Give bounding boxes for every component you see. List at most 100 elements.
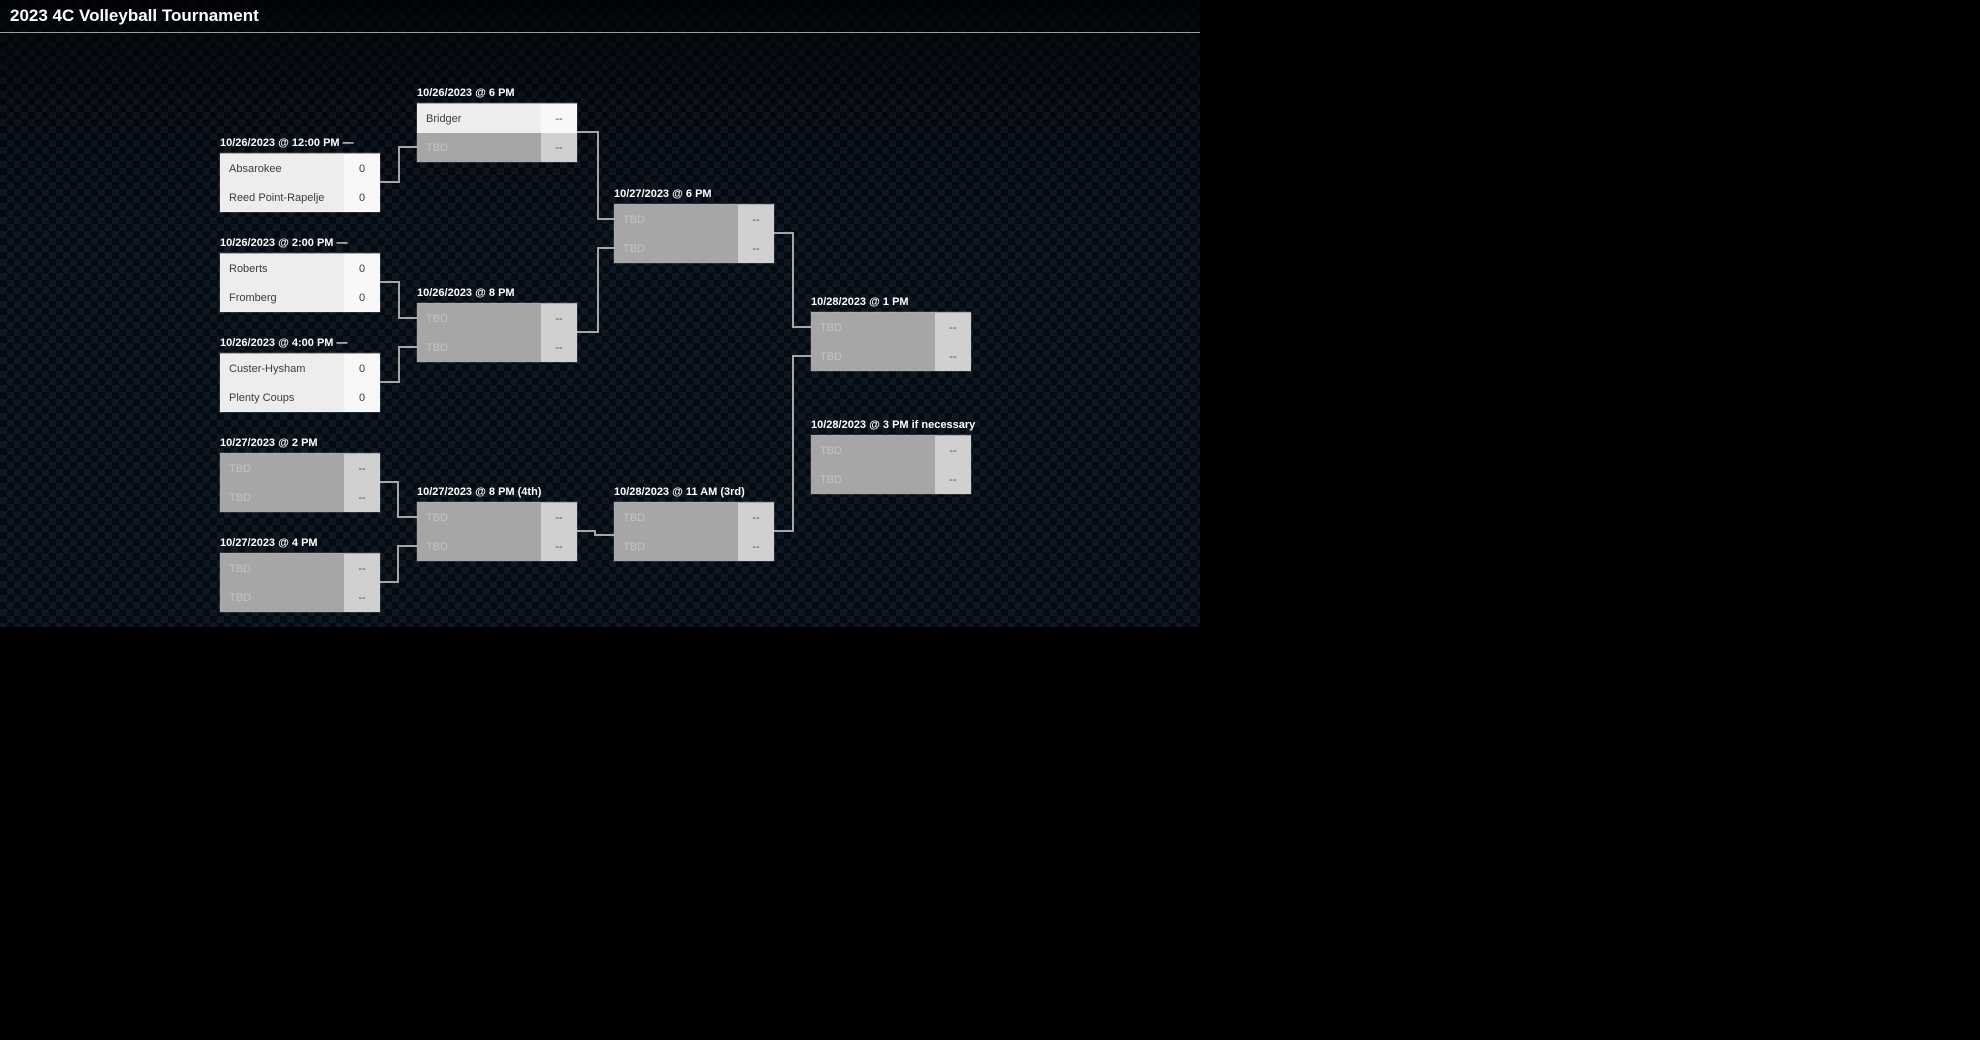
team-row[interactable]: TBD --: [220, 554, 380, 583]
match-label: 10/26/2023 @ 8 PM: [417, 287, 515, 299]
match-4[interactable]: 10/27/2023 @ 2 PM TBD -- TBD --: [220, 437, 380, 512]
match-label: 10/28/2023 @ 11 AM (3rd): [614, 486, 745, 498]
connector-m2-m7: [380, 281, 417, 319]
match-box[interactable]: TBD -- TBD --: [614, 204, 774, 263]
match-12[interactable]: 10/28/2023 @ 3 PM if necessary TBD -- TB…: [811, 419, 975, 494]
team-name: Absarokee: [229, 162, 282, 175]
team-row[interactable]: TBD --: [220, 454, 380, 483]
team-score: 0: [344, 354, 380, 383]
team-name: TBD: [229, 462, 251, 475]
match-9[interactable]: 10/27/2023 @ 6 PM TBD -- TBD --: [614, 188, 774, 263]
match-box[interactable]: Roberts 0 Fromberg 0: [220, 253, 380, 312]
match-box[interactable]: Bridger -- TBD --: [417, 103, 577, 162]
team-score: 0: [344, 154, 380, 183]
match-10[interactable]: 10/28/2023 @ 11 AM (3rd) TBD -- TBD --: [614, 486, 774, 561]
match-box[interactable]: TBD -- TBD --: [614, 502, 774, 561]
match-1[interactable]: 10/26/2023 @ 12:00 PM — Absarokee 0 Reed…: [220, 137, 380, 212]
team-name: TBD: [820, 444, 842, 457]
team-row[interactable]: TBD --: [417, 532, 577, 561]
team-score: --: [738, 532, 774, 561]
team-row[interactable]: TBD --: [614, 205, 774, 234]
match-box[interactable]: TBD -- TBD --: [220, 553, 380, 612]
connector-m1-m6: [380, 146, 417, 183]
match-box[interactable]: Absarokee 0 Reed Point-Rapelje 0: [220, 153, 380, 212]
team-row[interactable]: TBD --: [417, 133, 577, 162]
team-name: TBD: [820, 321, 842, 334]
team-row[interactable]: Roberts 0: [220, 254, 380, 283]
team-score: --: [738, 205, 774, 234]
match-label: 10/27/2023 @ 4 PM: [220, 537, 318, 549]
page-title: 2023 4C Volleyball Tournament: [10, 6, 259, 25]
team-name: Custer-Hysham: [229, 362, 306, 375]
team-row[interactable]: Fromberg 0: [220, 283, 380, 312]
match-label: 10/26/2023 @ 12:00 PM —: [220, 137, 354, 149]
team-row[interactable]: TBD --: [614, 532, 774, 561]
bracket-board: 2023 4C Volleyball Tournament 10/26/2023…: [0, 0, 1200, 627]
team-row[interactable]: TBD --: [614, 503, 774, 532]
team-score: --: [935, 313, 971, 342]
match-3[interactable]: 10/26/2023 @ 4:00 PM — Custer-Hysham 0 P…: [220, 337, 380, 412]
team-name: TBD: [426, 141, 448, 154]
connector-m8-m10: [577, 530, 614, 536]
match-box[interactable]: TBD -- TBD --: [811, 435, 971, 494]
team-row[interactable]: TBD --: [811, 342, 971, 371]
team-row[interactable]: Bridger --: [417, 104, 577, 133]
team-row[interactable]: TBD --: [417, 503, 577, 532]
team-score: --: [541, 532, 577, 561]
team-row[interactable]: Custer-Hysham 0: [220, 354, 380, 383]
connector-m4-m8: [380, 481, 417, 518]
team-name: TBD: [426, 312, 448, 325]
team-row[interactable]: Absarokee 0: [220, 154, 380, 183]
connector-m9-m11: [774, 232, 811, 328]
team-row[interactable]: TBD --: [811, 465, 971, 494]
team-name: Reed Point-Rapelje: [229, 191, 325, 204]
match-label: 10/27/2023 @ 2 PM: [220, 437, 318, 449]
connector-m7-m9: [577, 247, 614, 333]
match-7[interactable]: 10/26/2023 @ 8 PM TBD -- TBD --: [417, 287, 577, 362]
team-row[interactable]: Plenty Coups 0: [220, 383, 380, 412]
match-label: 10/28/2023 @ 3 PM if necessary: [811, 419, 976, 431]
match-2[interactable]: 10/26/2023 @ 2:00 PM — Roberts 0 Fromber…: [220, 237, 380, 312]
team-row[interactable]: TBD --: [417, 304, 577, 333]
team-row[interactable]: Reed Point-Rapelje 0: [220, 183, 380, 212]
match-label: 10/27/2023 @ 6 PM: [614, 188, 712, 200]
team-name: TBD: [623, 213, 645, 226]
team-name: TBD: [426, 511, 448, 524]
team-row[interactable]: TBD --: [220, 583, 380, 612]
team-score: --: [344, 554, 380, 583]
bracket-connectors: [380, 131, 811, 583]
team-score: 0: [344, 254, 380, 283]
team-row[interactable]: TBD --: [417, 333, 577, 362]
team-score: 0: [344, 183, 380, 212]
connector-m6-m9: [577, 131, 614, 220]
connector-m10-m11: [774, 355, 811, 532]
match-label: 10/28/2023 @ 1 PM: [811, 296, 909, 308]
match-box[interactable]: TBD -- TBD --: [220, 453, 380, 512]
team-name: TBD: [820, 350, 842, 363]
team-row[interactable]: TBD --: [811, 436, 971, 465]
match-box[interactable]: TBD -- TBD --: [811, 312, 971, 371]
team-score: --: [541, 503, 577, 532]
match-box[interactable]: TBD -- TBD --: [417, 303, 577, 362]
team-score: --: [738, 503, 774, 532]
team-score: --: [344, 483, 380, 512]
match-8[interactable]: 10/27/2023 @ 8 PM (4th) TBD -- TBD --: [417, 486, 577, 561]
team-score: --: [738, 234, 774, 263]
match-box[interactable]: Custer-Hysham 0 Plenty Coups 0: [220, 353, 380, 412]
match-6[interactable]: 10/26/2023 @ 6 PM Bridger -- TBD --: [417, 87, 577, 162]
match-5[interactable]: 10/27/2023 @ 4 PM TBD -- TBD --: [220, 537, 380, 612]
match-label: 10/26/2023 @ 6 PM: [417, 87, 515, 99]
team-name: Bridger: [426, 112, 462, 125]
team-row[interactable]: TBD --: [614, 234, 774, 263]
team-row[interactable]: TBD --: [811, 313, 971, 342]
team-name: TBD: [820, 473, 842, 486]
match-box[interactable]: TBD -- TBD --: [417, 502, 577, 561]
team-score: --: [344, 583, 380, 612]
match-11[interactable]: 10/28/2023 @ 1 PM TBD -- TBD --: [811, 296, 971, 371]
team-score: --: [541, 133, 577, 162]
team-score: --: [541, 104, 577, 133]
team-name: Fromberg: [229, 291, 277, 304]
team-row[interactable]: TBD --: [220, 483, 380, 512]
team-score: 0: [344, 383, 380, 412]
